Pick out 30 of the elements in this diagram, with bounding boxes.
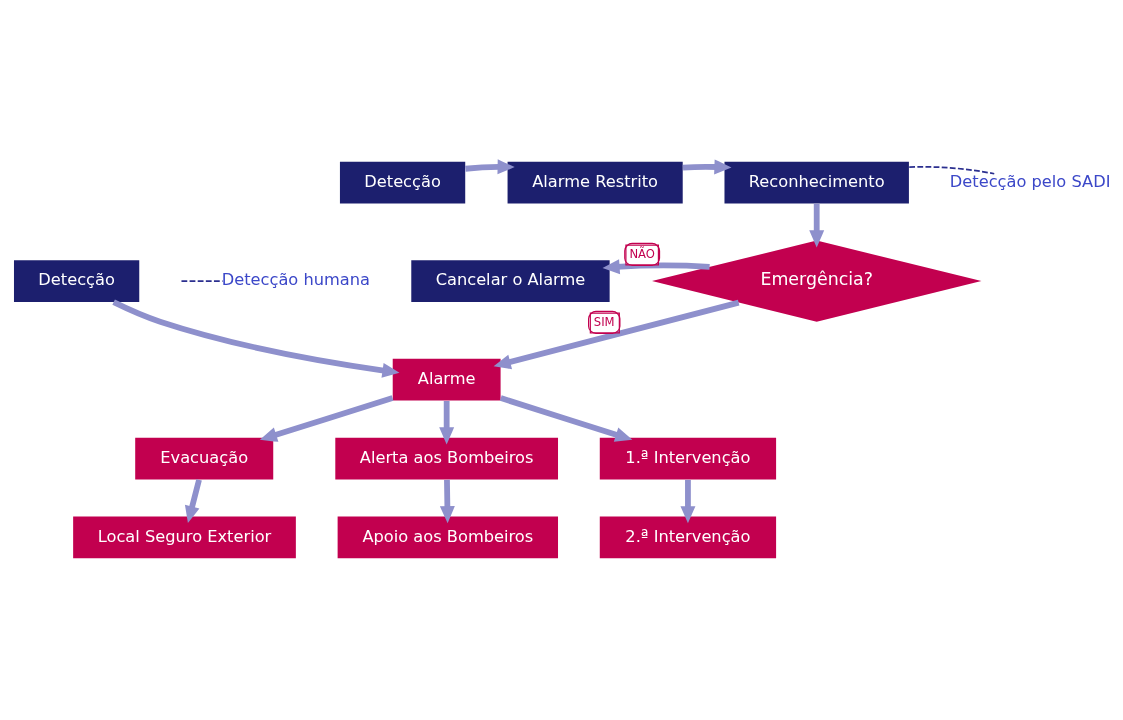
arrow <box>682 159 732 175</box>
node-box: Apoio aos Bombeiros <box>337 516 558 559</box>
node-box: Alarme Restrito <box>507 161 683 204</box>
edge-label: NÃO <box>629 246 655 261</box>
node-box: Detecção <box>339 161 466 204</box>
arrow <box>493 299 740 370</box>
edge-label: SIM <box>593 314 615 329</box>
arrow <box>809 203 825 248</box>
node-box: Cancelar o Alarme <box>411 260 610 302</box>
connector <box>180 280 224 282</box>
node-box: Detecção <box>14 260 140 302</box>
node-box: Local Seguro Exterior <box>73 516 296 559</box>
node-box: 1.ª Intervenção <box>599 437 777 480</box>
connector <box>908 166 996 175</box>
arrow <box>499 395 633 442</box>
node-text: Detecção humana <box>221 270 371 290</box>
node-text: Detecção pelo SADI <box>949 171 1111 191</box>
arrow <box>465 159 515 175</box>
arrow <box>259 395 394 442</box>
arrow <box>184 479 202 524</box>
node-box: Reconhecimento <box>724 161 909 204</box>
node-box: 2.ª Intervenção <box>599 516 777 559</box>
arrow <box>602 259 710 275</box>
arrow <box>439 401 455 445</box>
node-box: Alarme <box>392 358 501 401</box>
arrow <box>439 479 455 524</box>
arrow <box>680 479 696 524</box>
arrow <box>112 299 400 378</box>
node-box: Evacuação <box>135 437 274 480</box>
node-box: Alerta aos Bombeiros <box>335 437 558 480</box>
